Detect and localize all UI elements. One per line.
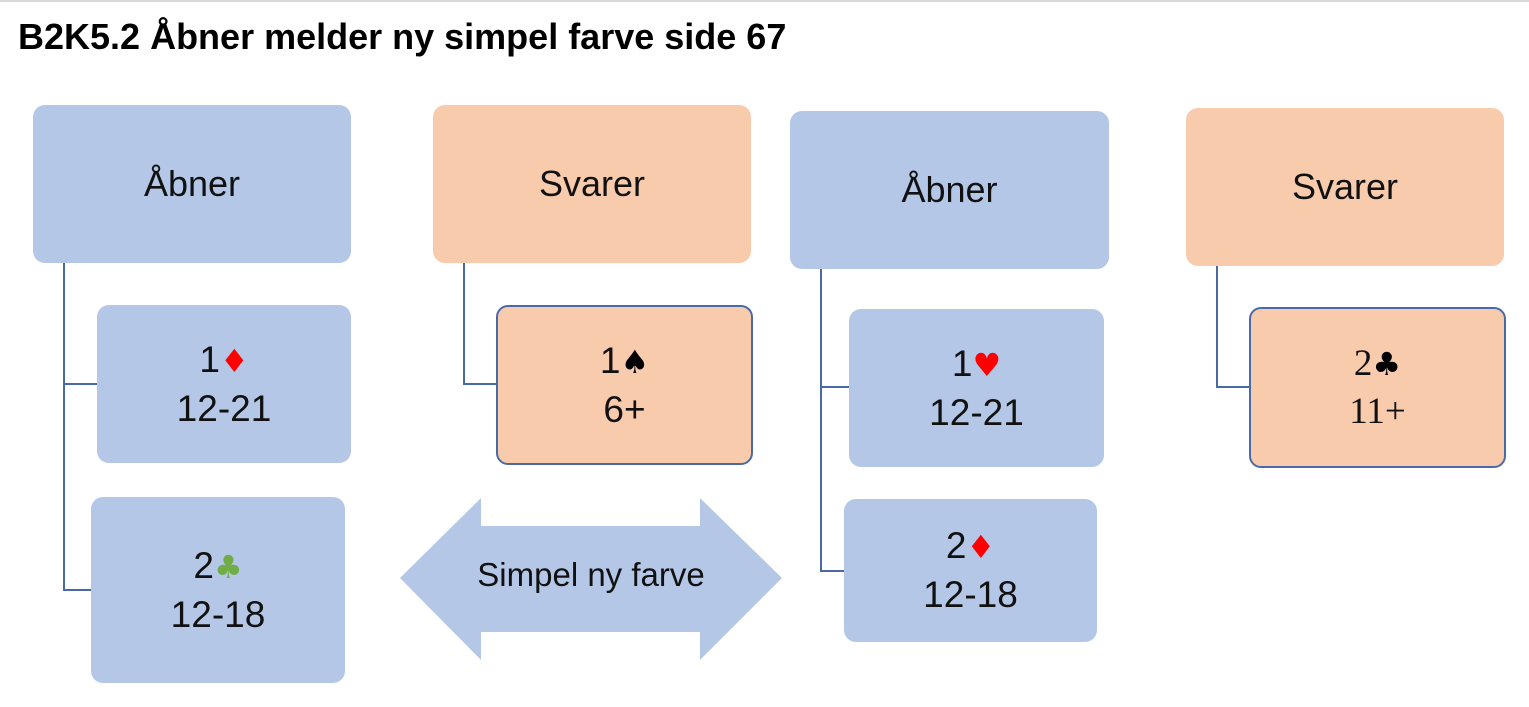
bid-level: 2: [1353, 342, 1373, 384]
arrow-label: Simpel ny farve: [477, 556, 705, 593]
bid-line: 2♣: [193, 542, 242, 591]
bid-level: 2: [945, 525, 967, 566]
point-range: 6+: [603, 388, 646, 430]
bid-level: 1: [199, 338, 220, 380]
club-icon: ♣: [213, 547, 243, 586]
point-range: 11+: [1349, 390, 1406, 432]
bid-line: 1♦: [199, 336, 248, 385]
heart-icon: ♥: [972, 345, 1002, 384]
bid-line: 2♣: [1354, 340, 1401, 388]
point-range: 12-21: [176, 387, 272, 429]
header-svarer-1: Svarer: [433, 105, 751, 263]
top-border: [0, 0, 1529, 2]
bid-box-2-clubs-response: 2♣ 11+: [1249, 307, 1506, 468]
bid-line: 1♥: [952, 340, 1001, 389]
bid-box-1-hearts: 1♥ 12-21: [849, 309, 1104, 467]
club-icon: ♣: [1372, 344, 1402, 383]
bid-box-1-spades: 1♠ 6+: [496, 305, 753, 465]
bid-box-1-diamonds: 1♦ 12-21: [97, 305, 351, 463]
point-range: 12-21: [929, 391, 1024, 433]
bid-level: 1: [951, 342, 973, 384]
bid-level: 1: [599, 339, 621, 381]
point-range: 12-18: [170, 593, 266, 635]
header-abner-1: Åbner: [33, 105, 351, 263]
spade-icon: ♠: [620, 342, 650, 381]
bid-line: 2♦: [946, 522, 995, 571]
bid-line: 1♠: [600, 337, 649, 386]
bid-level: 2: [193, 544, 214, 586]
bid-box-2-diamonds: 2♦ 12-18: [844, 499, 1097, 642]
page-title: B2K5.2 Åbner melder ny simpel farve side…: [18, 16, 787, 57]
bid-box-2-clubs: 2♣ 12-18: [91, 497, 345, 683]
connector-col4: [1216, 266, 1250, 388]
connector-col2: [463, 263, 497, 385]
point-range: 12-18: [923, 574, 1018, 615]
diamond-icon: ♦: [966, 528, 996, 566]
diamond-icon: ♦: [219, 341, 249, 380]
header-abner-2: Åbner: [790, 111, 1109, 269]
header-svarer-2: Svarer: [1186, 108, 1504, 266]
